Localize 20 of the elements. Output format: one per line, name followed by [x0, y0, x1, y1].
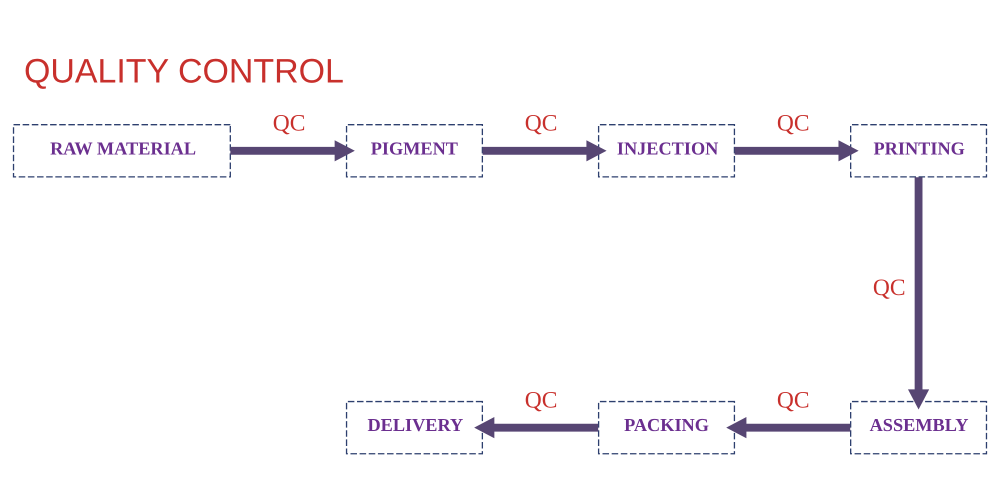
node-box: PACKING	[598, 400, 736, 454]
diagram-title: QUALITY CONTROL	[24, 52, 344, 91]
arrow	[726, 417, 850, 438]
arrow	[908, 177, 930, 410]
arrow	[482, 140, 607, 162]
node-box: DELIVERY	[346, 400, 484, 454]
arrow	[230, 140, 355, 162]
edge-label: QC	[272, 110, 306, 136]
node-box: ASSEMBLY	[850, 400, 988, 454]
node-box: PRINTING	[850, 124, 988, 178]
arrow	[734, 140, 859, 162]
edge-label: QC	[524, 387, 558, 414]
edge-label: QC	[524, 110, 558, 136]
node-box: PIGMENT	[346, 124, 484, 178]
edge-label: QC	[776, 387, 810, 414]
node-box: INJECTION	[598, 124, 736, 178]
node-box: RAW MATERIAL	[12, 124, 231, 178]
edge-label: QC	[872, 274, 906, 301]
edge-label: QC	[776, 110, 810, 136]
arrow	[474, 417, 598, 438]
